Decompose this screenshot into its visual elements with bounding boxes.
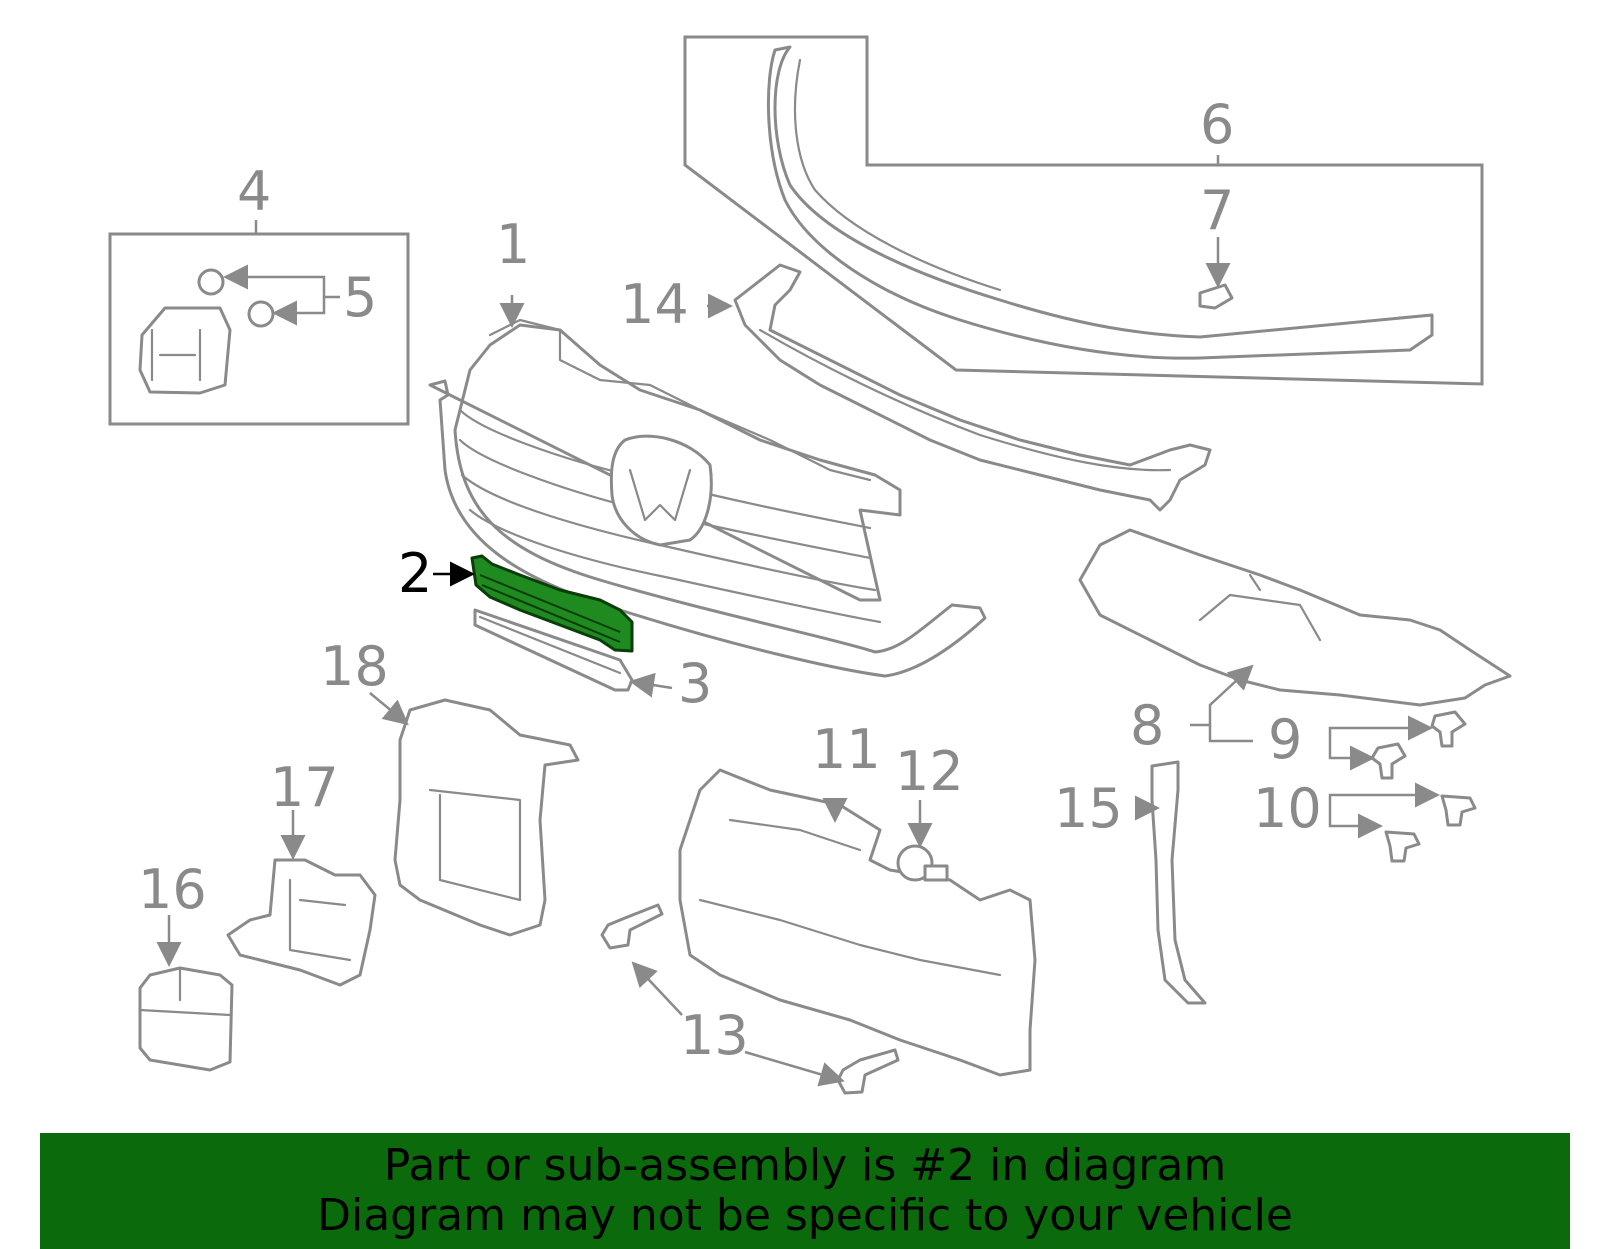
callout-12: 12 bbox=[895, 740, 964, 803]
callout-13: 13 bbox=[680, 1004, 749, 1067]
callout-11: 11 bbox=[812, 718, 881, 781]
group-box-6 bbox=[683, 35, 1484, 386]
callout-1: 1 bbox=[496, 213, 530, 276]
callout-14: 14 bbox=[620, 273, 689, 336]
group-box-4 bbox=[108, 232, 410, 426]
callout-7: 7 bbox=[1200, 179, 1234, 242]
callout-labels: 1 2 3 4 5 6 7 8 9 10 11 12 13 14 15 16 1… bbox=[138, 93, 1322, 1067]
callout-2: 2 bbox=[398, 542, 432, 605]
callout-6: 6 bbox=[1200, 93, 1234, 156]
callout-4: 4 bbox=[237, 160, 271, 223]
part-15-stay bbox=[1150, 760, 1207, 1005]
part-3-trim-strip bbox=[473, 608, 634, 692]
info-banner: Part or sub-assembly is #2 in diagram Di… bbox=[40, 1133, 1570, 1249]
part-18-bracket bbox=[393, 698, 580, 937]
callout-18: 18 bbox=[320, 635, 389, 698]
part-16-sensor-module bbox=[138, 966, 234, 1072]
part-1-grille bbox=[428, 318, 987, 678]
callout-15: 15 bbox=[1054, 777, 1123, 840]
leader-lines bbox=[156, 155, 1440, 1087]
part-17-sensor-bracket bbox=[226, 858, 377, 987]
part-9-10-fasteners bbox=[1370, 710, 1477, 863]
part-14-upper-support bbox=[733, 263, 1212, 512]
banner-line-1: Part or sub-assembly is #2 in diagram bbox=[383, 1140, 1227, 1191]
part-2-lower-insert bbox=[470, 554, 634, 653]
part-8-under-cover bbox=[1078, 528, 1512, 707]
callout-17: 17 bbox=[270, 756, 339, 819]
callout-8: 8 bbox=[1130, 694, 1164, 757]
banner-line-2: Diagram may not be specific to your vehi… bbox=[317, 1190, 1293, 1241]
callout-3: 3 bbox=[678, 652, 712, 715]
callout-9: 9 bbox=[1268, 708, 1302, 771]
part-12-clip bbox=[896, 844, 949, 882]
callout-16: 16 bbox=[138, 858, 207, 921]
callout-10: 10 bbox=[1253, 777, 1322, 840]
callout-5: 5 bbox=[343, 266, 377, 329]
